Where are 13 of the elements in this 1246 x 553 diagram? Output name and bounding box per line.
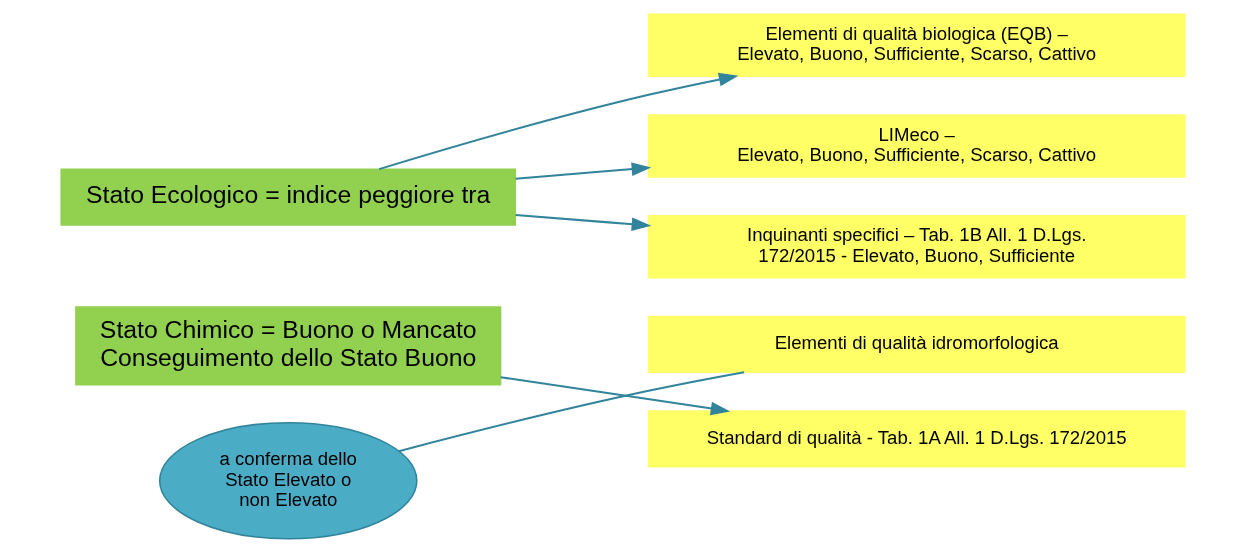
- node-ellipse: a conferma dello Stato Elevato o non Elevato: [158, 421, 418, 540]
- arrow: [378, 72, 739, 171]
- arrow: [515, 162, 652, 180]
- node-box: Elementi di qualità idromorfologica: [647, 315, 1186, 373]
- node-box: Stato Chimico = Buono o Mancato Conseguimento dello Stato Buono: [75, 306, 502, 386]
- connector: [398, 371, 745, 453]
- node-box: Inquinanti specifici – Tab. 1B All. 1 D.Lgs. 172/2015 - Elevato, Buono, Sufficiente: [647, 214, 1186, 279]
- arrow: [500, 376, 731, 416]
- node-box: Stato Ecologico = indice peggiore tra: [60, 168, 517, 226]
- node-box: LIMeco – Elevato, Buono, Sufficiente, Scarso, Cattivo: [647, 114, 1186, 178]
- node-box: Elementi di qualità biologica (EQB) – Elevato, Buono, Sufficiente, Scarso, Cattivo: [647, 13, 1186, 77]
- arrow: [515, 214, 652, 232]
- node-box: Standard di qualità - Tab. 1A All. 1 D.Lgs. 172/2015: [647, 410, 1186, 468]
